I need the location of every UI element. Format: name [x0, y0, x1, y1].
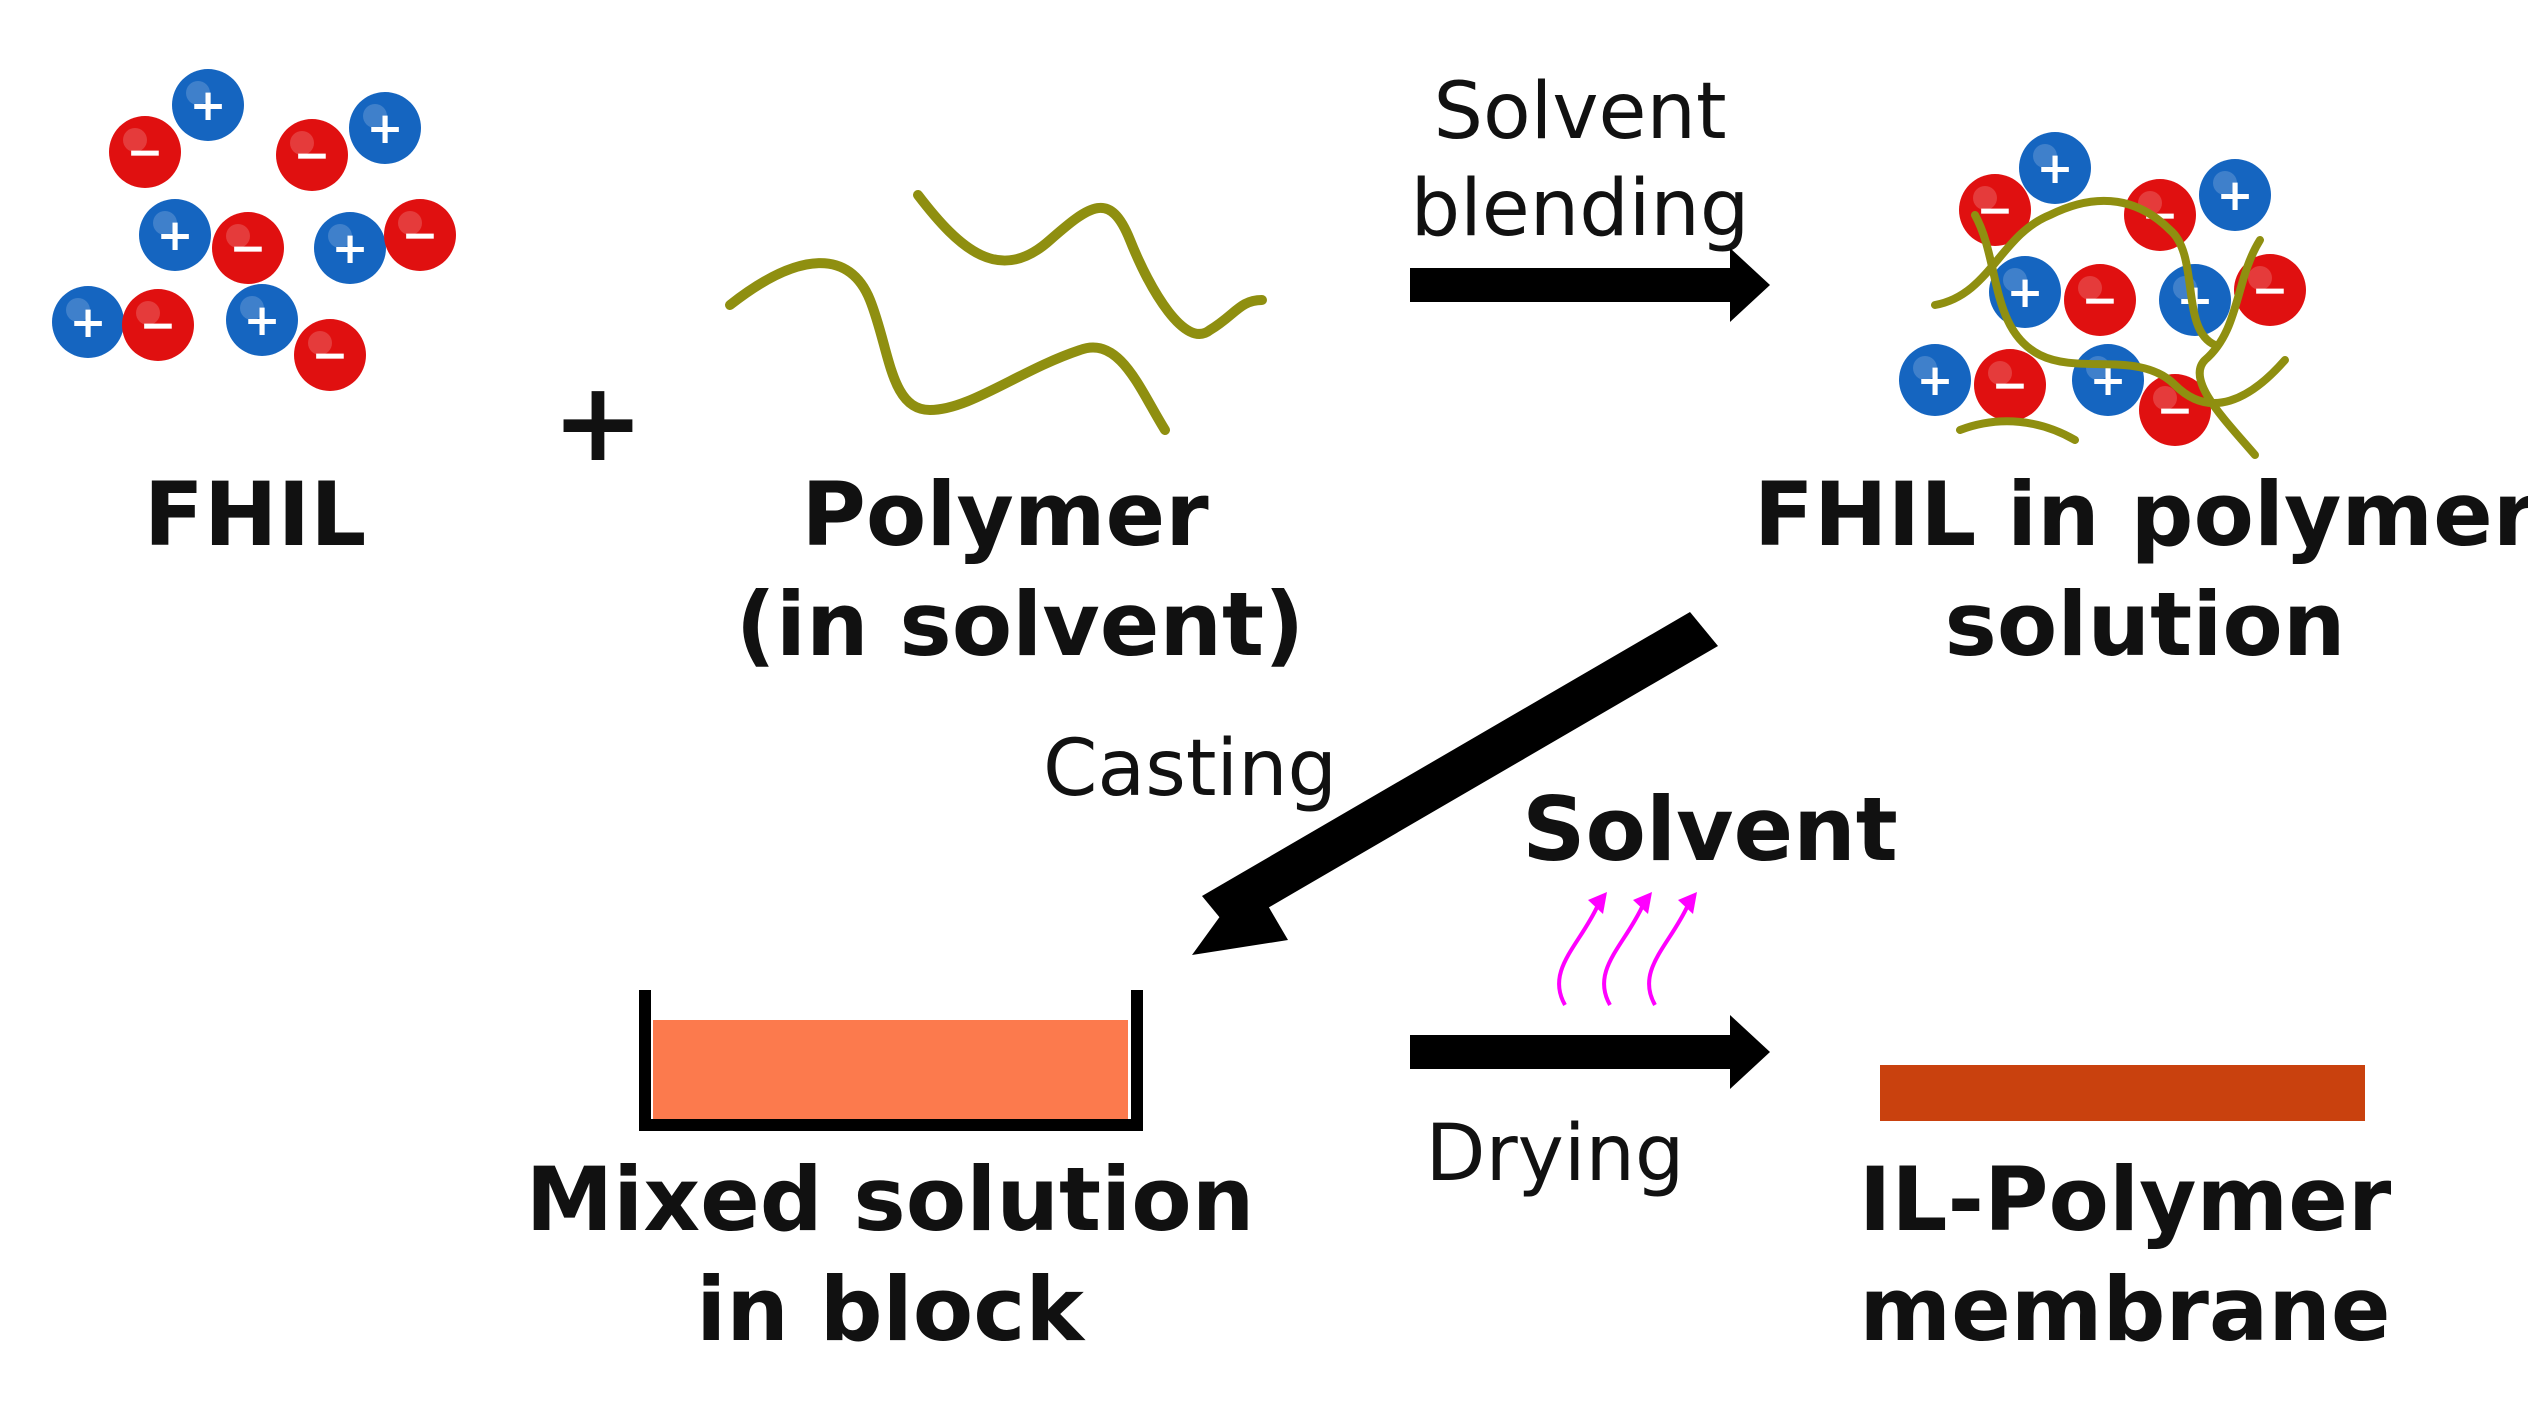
- cation-icon: +: [2072, 344, 2144, 416]
- solvent-blending-arrow-icon: [1410, 248, 1770, 322]
- solvent-blending-label-line2: blending: [1411, 164, 1750, 254]
- casting-arrow-icon: [1192, 612, 1718, 955]
- casting-label: Casting: [1043, 724, 1337, 814]
- mixed-solution-label-line1: Mixed solution: [526, 1148, 1255, 1251]
- drying-arrow-icon: [1410, 1015, 1770, 1089]
- fhil-in-polymer-label-line1: FHIL in polymer: [1754, 463, 2528, 566]
- svg-text:+: +: [2007, 267, 2044, 318]
- cation-icon: +: [139, 199, 211, 271]
- cation-icon: +: [314, 212, 386, 284]
- anion-icon: −: [294, 319, 366, 391]
- anion-icon: −: [1974, 349, 2046, 421]
- svg-text:−: −: [312, 330, 349, 381]
- svg-text:−: −: [127, 127, 164, 178]
- anion-icon: −: [109, 116, 181, 188]
- mixed-solution-fill: [653, 1020, 1128, 1120]
- svg-text:+: +: [367, 103, 404, 154]
- svg-text:−: −: [230, 223, 267, 274]
- anion-icon: −: [2234, 254, 2306, 326]
- anion-icon: −: [276, 119, 348, 191]
- svg-text:+: +: [332, 223, 369, 274]
- fhil-in-polymer-label-line2: solution: [1945, 573, 2346, 676]
- svg-text:−: −: [2252, 265, 2289, 316]
- casting-block-walls: [639, 990, 1143, 1131]
- polymer-chain-a: [725, 258, 1170, 435]
- cation-icon: +: [2199, 159, 2271, 231]
- svg-text:−: −: [2082, 275, 2119, 326]
- svg-text:−: −: [140, 300, 177, 351]
- cation-icon: +: [349, 92, 421, 164]
- cation-icon: +: [172, 69, 244, 141]
- anion-icon: −: [2124, 179, 2196, 251]
- solvent-blending-label-line1: Solvent: [1433, 67, 1726, 157]
- cation-icon: +: [52, 286, 124, 358]
- svg-text:+: +: [2217, 170, 2254, 221]
- cation-icon: +: [2019, 132, 2091, 204]
- svg-text:−: −: [402, 210, 439, 261]
- polymer-label-line1: Polymer: [801, 463, 1209, 566]
- casting-block-icon: [639, 990, 1143, 1131]
- membrane-label-line2: membrane: [1859, 1258, 2390, 1361]
- solvent-vapor-label: Solvent: [1522, 778, 1898, 881]
- membrane-label-line1: IL-Polymer: [1859, 1148, 2392, 1251]
- mixed-solution-label-line2: in block: [696, 1258, 1086, 1361]
- anion-icon: −: [2064, 264, 2136, 336]
- svg-text:+: +: [70, 297, 107, 348]
- svg-text:−: −: [1992, 360, 2029, 411]
- fhil-in-polymer-cluster-icon: +−+−+−+−+−+−: [1899, 132, 2306, 459]
- membrane-bar-icon: [1880, 1065, 2365, 1121]
- polymer-strand-3: [2195, 236, 2264, 459]
- polymer-chain-b: [913, 190, 1267, 339]
- svg-text:+: +: [244, 295, 281, 346]
- anion-icon: −: [384, 199, 456, 271]
- polymer-strand-4: [1956, 417, 2079, 444]
- polymer-chain-icon: [725, 190, 1267, 435]
- svg-text:+: +: [1917, 355, 1954, 406]
- svg-text:−: −: [294, 130, 331, 181]
- fhil-label: FHIL: [144, 463, 367, 566]
- cation-icon: +: [226, 284, 298, 356]
- fhil-ion-cluster-icon: +−+−+−+−+−+−: [52, 69, 456, 391]
- plus-sign: +: [552, 358, 644, 486]
- drying-label: Drying: [1426, 1109, 1685, 1199]
- polymer-strand-2: [1971, 211, 2289, 407]
- polymer-label-line2: (in solvent): [736, 573, 1305, 676]
- vapor-arrows-icon: [1557, 892, 1697, 1006]
- anion-icon: −: [212, 212, 284, 284]
- cation-icon: +: [1899, 344, 1971, 416]
- svg-text:+: +: [190, 80, 227, 131]
- svg-text:+: +: [157, 210, 194, 261]
- svg-text:+: +: [2037, 143, 2074, 194]
- anion-icon: −: [122, 289, 194, 361]
